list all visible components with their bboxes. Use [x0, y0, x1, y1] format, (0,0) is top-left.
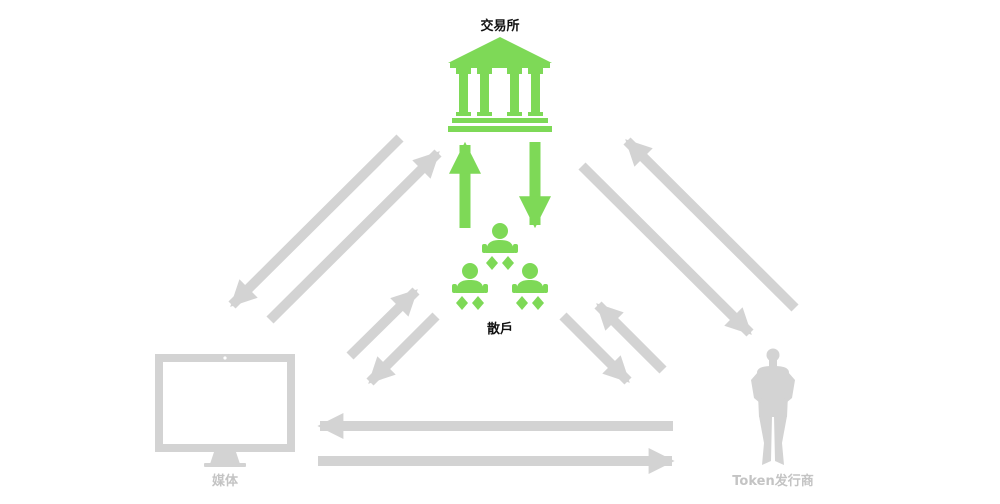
baby-icon — [512, 263, 548, 310]
media-label: 媒体 — [211, 474, 239, 489]
arrow-issuer-to-retail — [594, 301, 667, 374]
monitor-icon — [155, 354, 295, 467]
arrow-issuer-to-exchange — [623, 137, 799, 312]
arrow-retail-to-issuer — [559, 312, 632, 385]
edge-arrows — [228, 134, 799, 474]
bank-building-icon — [448, 37, 552, 132]
exchange-label: 交易所 — [480, 19, 520, 34]
issuer-label: Token发行商 — [732, 474, 814, 489]
arrow-exchange-to-media — [228, 134, 404, 309]
baby-group-icon — [452, 223, 548, 310]
baby-icon — [452, 263, 488, 310]
arrow-media-to-retail — [346, 287, 420, 360]
arrow-media-to-exchange — [266, 149, 442, 324]
arrow-retail-to-media — [366, 312, 440, 386]
standing-man-icon — [751, 348, 795, 465]
arrow-exchange-to-issuer — [578, 162, 754, 337]
retail-label: 散戶 — [486, 322, 514, 337]
baby-icon — [482, 223, 518, 270]
